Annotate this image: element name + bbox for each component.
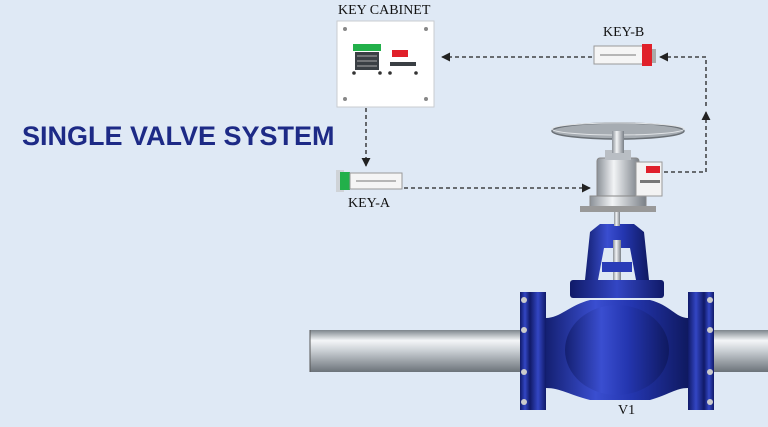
key-b-icon	[593, 44, 656, 66]
key-a-icon	[336, 170, 403, 192]
arrow-to-keyb	[659, 52, 707, 106]
valve-label: V1	[618, 403, 636, 418]
interlock-icon	[580, 150, 663, 212]
key-a-label: KEY-A	[348, 196, 390, 211]
flow-arrows	[361, 52, 711, 193]
key-cabinet-label: KEY CABINET	[338, 3, 431, 18]
handwheel-icon	[551, 122, 685, 153]
key-cabinet-icon	[336, 20, 435, 108]
globe-valve-icon	[520, 190, 714, 410]
arrow-valve-to-upright	[664, 111, 711, 173]
key-b-label: KEY-B	[603, 25, 645, 40]
page-title: SINGLE VALVE SYSTEM	[22, 121, 335, 151]
